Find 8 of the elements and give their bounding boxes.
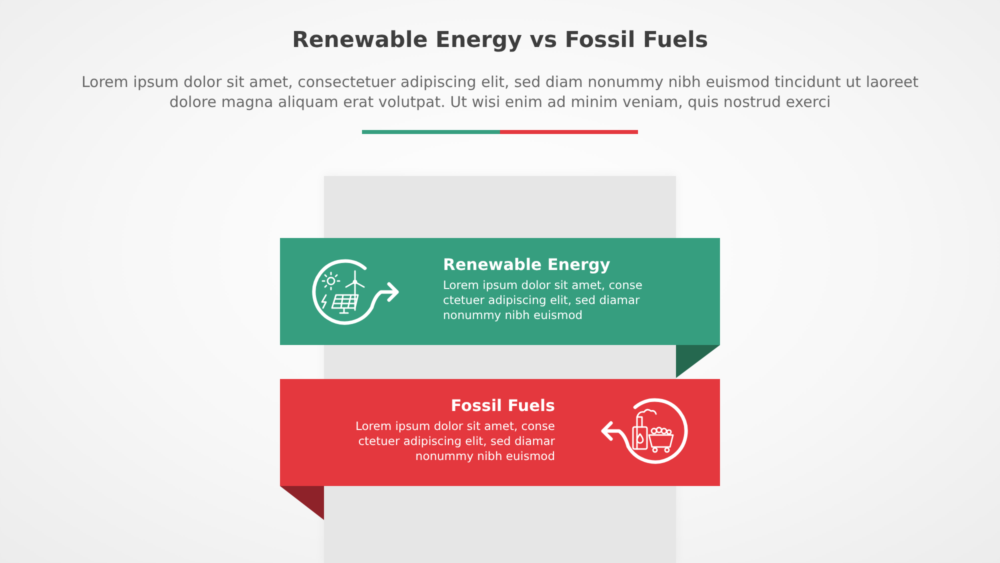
banner-heading: Renewable Energy	[443, 255, 610, 275]
ribbon-banner	[280, 238, 720, 345]
banner-heading: Fossil Fuels	[450, 396, 555, 416]
banner-text: Lorem ipsum dolor sit amet, conse ctetuer adipiscing elit, sed diamar nonummy nibh euismod	[443, 278, 644, 323]
ribbon-banner	[280, 379, 720, 486]
subtitle: Lorem ipsum dolor sit amet, consectetuer adipiscing elit, sed diam nonummy nibh euismod tincidunt ut laoreet dolore magna aliquam erat volutpat. Ut wisi enim ad minim veniam, quis nostrud exerci	[80, 72, 920, 112]
title: Renewable Energy vs Fossil Fuels	[292, 27, 708, 55]
banner-text: Lorem ipsum dolor sit amet, conse ctetuer adipiscing elit, sed diamar nonummy nibh euismod	[354, 419, 555, 464]
